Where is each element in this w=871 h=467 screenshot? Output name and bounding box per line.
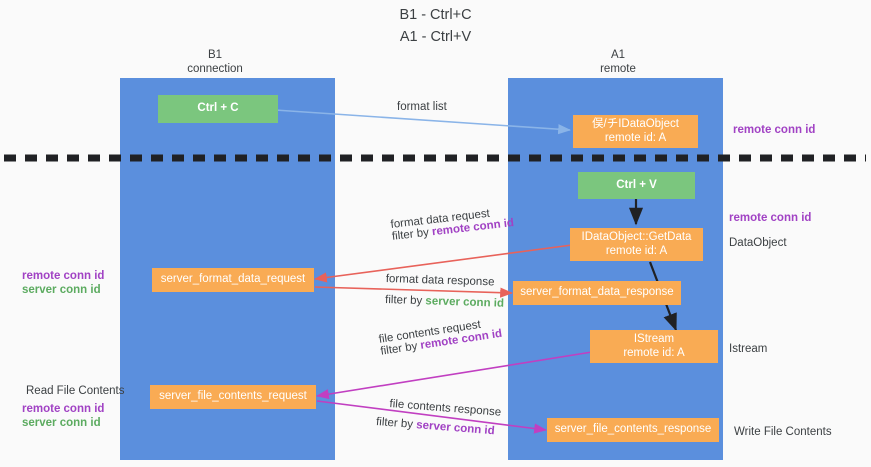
edge-label-format-data-response-line1: format data response <box>385 273 495 289</box>
edge-format-list <box>274 109 571 135</box>
side-label-left-server-conn-id-2: server conn id <box>22 417 101 429</box>
lane-title-a1-line1: A1 <box>610 49 626 61</box>
edge-format-data-request <box>314 244 573 283</box>
node-ctrl-v-label: Ctrl + V <box>616 178 657 191</box>
diagram-title: B1 - Ctrl+C A1 - Ctrl+V <box>0 5 871 49</box>
side-label-remote-conn-id-top: remote conn id <box>733 124 816 136</box>
node-getdata-line1: IDataObject::GetData <box>581 230 692 243</box>
node-istream[interactable]: IStream remote id: A <box>590 330 718 363</box>
node-idataobject[interactable]: 俣/チIDataObject remote id: A <box>573 115 698 148</box>
node-istream-line2: remote id: A <box>623 346 685 359</box>
lane-title-b1-line1: B1 <box>207 49 223 61</box>
lane-title-b1-line2: connection <box>187 63 243 76</box>
node-istream-line1: IStream <box>633 332 675 345</box>
side-label-left-remote-conn-id: remote conn id <box>22 270 105 282</box>
node-server-format-data-request[interactable]: server_format_data_request <box>152 268 314 292</box>
node-server-format-data-response-label: server_format_data_response <box>520 286 674 299</box>
node-idataobject-line2: remote id: A <box>604 131 667 144</box>
side-label-dataobject: DataObject <box>729 237 787 249</box>
node-ctrl-c[interactable]: Ctrl + C <box>158 95 278 123</box>
fdresp-emphasis: server conn id <box>425 295 505 310</box>
node-server-file-contents-request-label: server_file_contents_request <box>159 390 307 403</box>
side-label-left-server-conn-id: server conn id <box>22 284 101 296</box>
side-label-read-file-contents: Read File Contents <box>26 385 125 397</box>
edge-file-contents-request <box>316 351 593 400</box>
fdresp-plain: filter by <box>384 293 426 308</box>
node-idataobject-getdata[interactable]: IDataObject::GetData remote id: A <box>570 228 703 261</box>
title-line-1: B1 - Ctrl+C <box>399 7 472 23</box>
node-server-file-contents-response-label: server_file_contents_response <box>554 423 712 436</box>
side-label-istream: Istream <box>729 343 768 355</box>
edge-label-format-list: format list <box>397 101 447 113</box>
lane-title-a1: A1 remote <box>553 48 683 77</box>
lane-title-a1-line2: remote <box>600 63 636 76</box>
node-server-file-contents-response[interactable]: server_file_contents_response <box>547 418 719 442</box>
edge-format-data-response <box>314 286 513 298</box>
edge-file-contents-response <box>316 400 547 434</box>
node-ctrl-v[interactable]: Ctrl + V <box>578 172 695 199</box>
side-label-write-file-contents: Write File Contents <box>734 426 832 438</box>
node-ctrl-c-label: Ctrl + C <box>197 102 239 115</box>
node-server-format-data-response[interactable]: server_format_data_response <box>513 281 681 305</box>
side-label-remote-conn-id-mid: remote conn id <box>729 212 812 224</box>
lane-title-b1: B1 connection <box>150 48 280 77</box>
edge-label-format-list-text: format list <box>397 101 447 113</box>
node-getdata-line2: remote id: A <box>605 244 668 257</box>
title-line-2: A1 - Ctrl+V <box>399 28 472 45</box>
node-server-format-data-request-label: server_format_data_request <box>160 273 306 286</box>
node-idataobject-line1: 俣/チIDataObject <box>592 117 679 130</box>
node-server-file-contents-request[interactable]: server_file_contents_request <box>150 385 316 409</box>
side-label-left-remote-conn-id-2: remote conn id <box>22 403 105 415</box>
edge-label-format-data-response: format data response filter by server co… <box>385 273 505 310</box>
